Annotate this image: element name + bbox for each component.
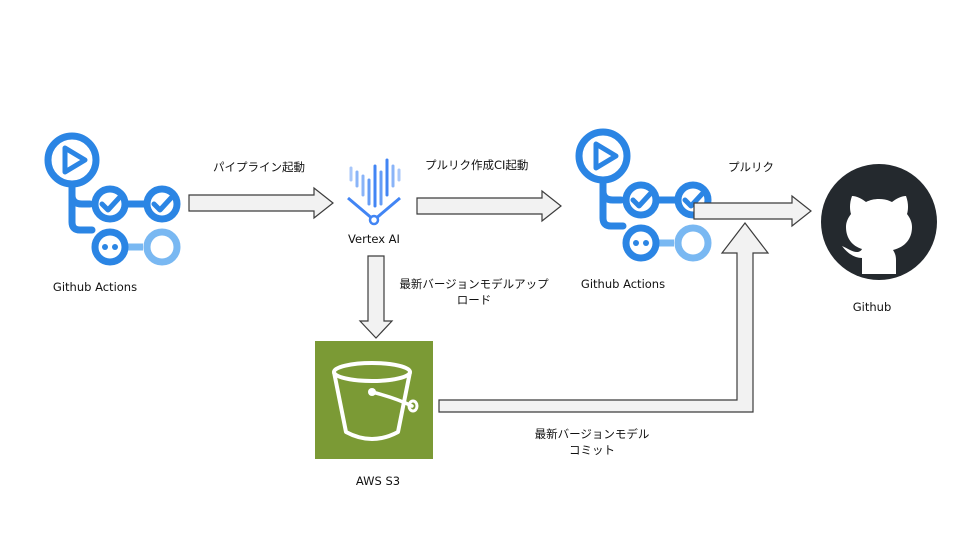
- pr-ci-start-label: プルリク作成CI起動: [425, 158, 529, 172]
- arrow-model-upload: [358, 255, 394, 339]
- arrow-pull-request: [693, 194, 812, 228]
- s3-bucket-icon: [315, 341, 433, 459]
- github-actions-left-label: Github Actions: [52, 280, 138, 294]
- github-octocat-icon: [821, 164, 937, 280]
- arrow-pr-ci-start: [416, 189, 562, 223]
- github-label: Github: [852, 300, 892, 314]
- github-actions-right-label: Github Actions: [580, 277, 666, 291]
- arrow-pipeline-start: [188, 186, 334, 220]
- model-upload-label: 最新バージョンモデルアップ ロード: [393, 276, 555, 308]
- github-actions-icon-left: [48, 136, 177, 262]
- model-commit-label: 最新バージョンモデル コミット: [524, 426, 660, 458]
- pull-request-label: プルリク: [728, 160, 774, 174]
- arrow-model-commit: [438, 222, 770, 413]
- model-commit-label-line1: 最新バージョンモデル: [534, 427, 650, 441]
- github-actions-icon-right: [579, 132, 708, 258]
- model-commit-label-line2: コミット: [569, 443, 615, 457]
- pipeline-start-label: パイプライン起動: [213, 160, 305, 174]
- aws-s3-label: AWS S3: [355, 474, 401, 488]
- vertex-ai-icon: [347, 158, 401, 226]
- vertex-ai-label: Vertex AI: [348, 232, 400, 246]
- model-upload-label-line1: 最新バージョンモデルアップ: [399, 277, 549, 291]
- model-upload-label-line2: ロード: [456, 293, 492, 307]
